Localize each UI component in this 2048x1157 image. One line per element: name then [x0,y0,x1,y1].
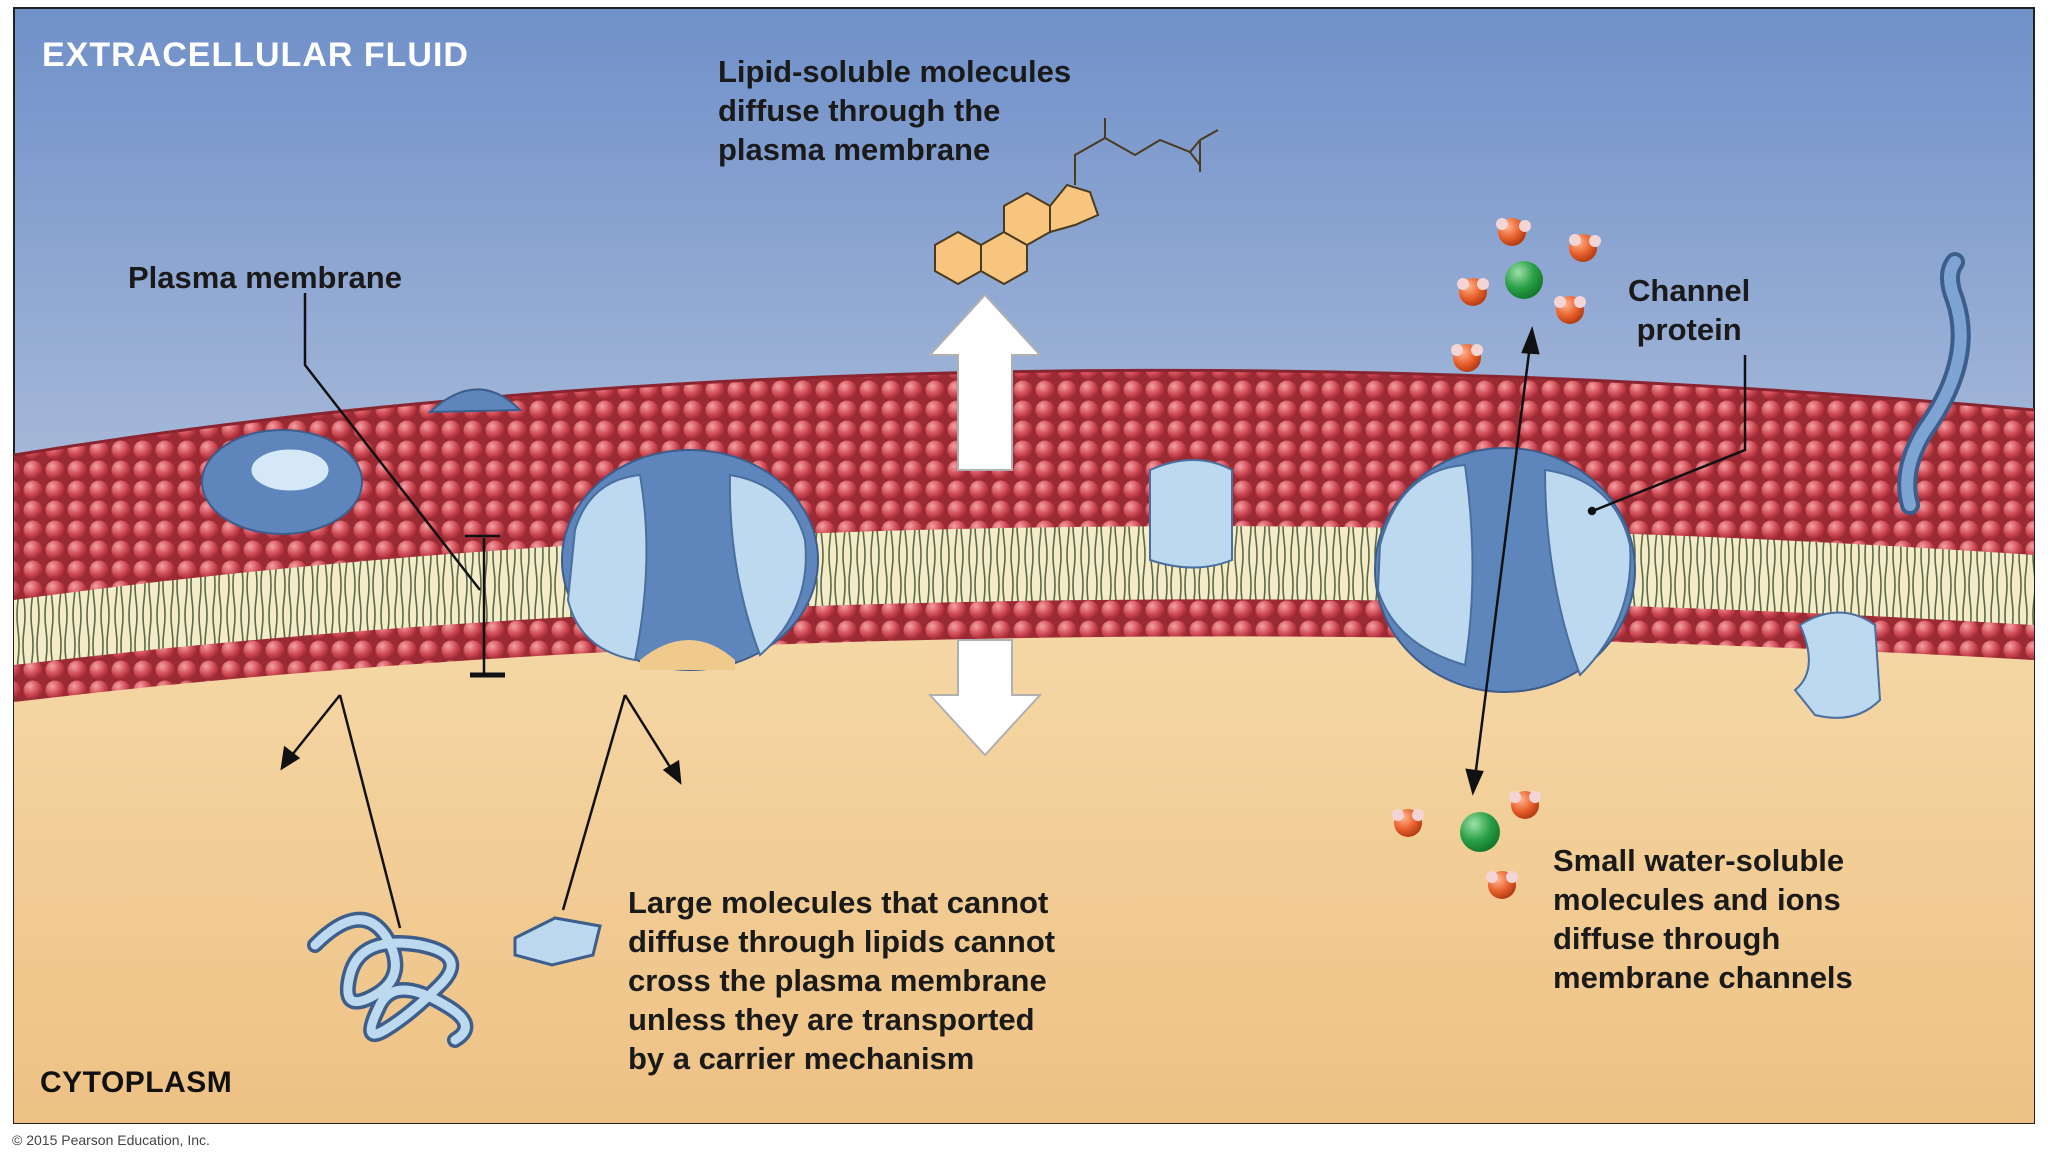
lipid-soluble-molecule [934,118,1219,286]
large-molecules-caption: Large molecules that cannot diffuse thro… [628,887,1055,1082]
cytoplasm-label: CYTOPLASM [40,1066,233,1099]
caption-line: diffuse through the [718,93,1001,128]
extracellular-fluid-label: EXTRACELLULAR FLUID [42,36,469,74]
caption-line: plasma membrane [718,132,991,167]
caption-line: membrane channels [1553,960,1853,995]
large-molecule-arrows [280,694,682,929]
caption-line: Channel [1628,273,1751,308]
lipid-soluble-caption: Lipid-soluble molecules diffuse through … [718,56,1071,173]
caption-line: diffuse through [1553,921,1781,956]
small-molecules-caption: Small water-soluble molecules and ions d… [1553,845,1853,1001]
plasma-membrane-label: Plasma membrane [128,260,402,295]
down-arrow [927,639,1043,757]
caption-line: by a carrier mechanism [628,1041,975,1076]
carrier-protein [561,449,819,671]
copyright-notice: © 2015 Pearson Education, Inc. [12,1132,210,1148]
channel-protein [1374,447,1636,693]
plasma-membrane-pointer [303,293,505,678]
peripheral-protein-lower-right [1793,611,1882,719]
caption-line: Small water-soluble [1553,843,1845,878]
channel-protein-label: Channel protein [1628,275,1750,353]
caption-line: unless they are transported [628,1002,1035,1037]
channel-diffusion-arrow [1465,326,1540,796]
ions-extracellular [1451,218,1601,372]
ions-cytoplasm [1392,791,1541,899]
caption-line: molecules and ions [1553,882,1841,917]
caption-line: protein [1636,312,1742,347]
channel-protein-pointer [1587,355,1747,516]
caption-line: diffuse through lipids cannot [628,924,1056,959]
glycoprotein-chain [1897,252,1971,515]
cytoplasm-region [14,621,2034,1123]
caption-line: cross the plasma membrane [628,963,1047,998]
large-molecule-protein [307,911,474,1048]
large-molecule-glucose [513,916,602,967]
peripheral-protein-left [201,388,523,535]
caption-line: Lipid-soluble molecules [718,54,1072,89]
up-arrow [927,293,1043,471]
integral-protein-small [1149,459,1233,569]
caption-line: Large molecules that cannot [628,885,1049,920]
